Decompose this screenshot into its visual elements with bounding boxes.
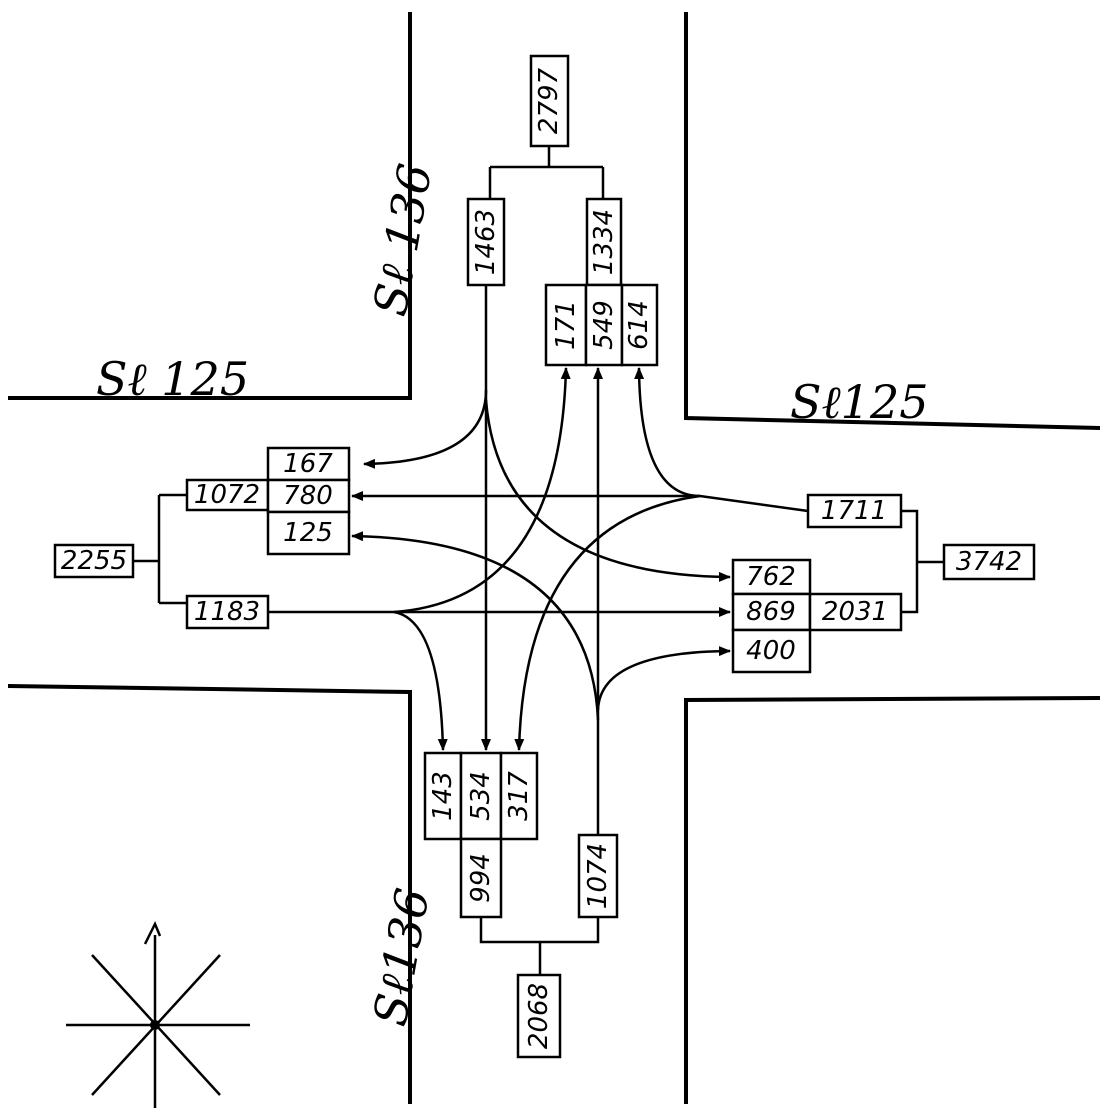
- north-left-label: 171: [551, 300, 581, 350]
- north-in-label: 1463: [471, 209, 501, 275]
- south-through-label: 534: [466, 771, 496, 821]
- east-in-label: 1711: [821, 496, 887, 526]
- east-mid-box: [731, 592, 812, 632]
- north-approach: 2797 1463 1334 171 549 614: [466, 54, 659, 367]
- road-label-east: Sℓ125: [790, 375, 928, 429]
- south-out-box: [459, 837, 503, 919]
- east-bottom-box: [731, 628, 812, 674]
- south-in-label: 1074: [583, 843, 613, 909]
- west-out-box: [185, 478, 270, 512]
- south-approach: 143 534 317 994 1074 2068: [423, 751, 619, 1059]
- east-total-box: [942, 543, 1036, 581]
- south-right-label: 317: [504, 771, 534, 821]
- south-right-box: [499, 751, 539, 841]
- south-total-box: [516, 973, 562, 1059]
- movement-paths: [268, 285, 809, 835]
- east-top-label: 762: [746, 562, 796, 592]
- south-left-box: [423, 751, 463, 841]
- east-out-box: [808, 592, 903, 632]
- west-bottom-label: 125: [283, 518, 333, 548]
- road-label-south: Sℓ136: [363, 884, 440, 1030]
- west-bottom-box: [266, 510, 351, 556]
- road-label-north: Sℓ 136: [363, 160, 443, 320]
- south-left-label: 143: [428, 771, 458, 821]
- south-through-box: [459, 751, 503, 841]
- road-label-west: Sℓ 125: [96, 352, 249, 406]
- south-total-label: 2068: [524, 983, 554, 1049]
- east-mid-label: 869: [746, 597, 796, 627]
- west-out-label: 1072: [194, 480, 260, 510]
- north-through-label: 549: [589, 300, 619, 350]
- north-right-label: 614: [624, 300, 654, 350]
- east-bottom-label: 400: [746, 636, 796, 666]
- north-total-label: 2797: [534, 67, 564, 134]
- south-out-label: 994: [466, 853, 496, 903]
- compass-icon: [66, 920, 250, 1108]
- west-in-label: 1183: [194, 597, 260, 627]
- north-right-box: [620, 283, 659, 367]
- west-in-box: [185, 594, 270, 630]
- east-in-box: [806, 493, 903, 529]
- west-mid-box: [266, 478, 351, 514]
- west-total-label: 2255: [61, 546, 127, 576]
- west-total-box: [53, 543, 135, 579]
- north-out-label: 1334: [589, 209, 619, 275]
- west-mid-label: 780: [283, 481, 333, 511]
- west-top-label: 167: [283, 449, 333, 479]
- east-approach: 1711 3742 762 869 2031 400: [731, 493, 1036, 674]
- west-approach: 2255 1072 167 780 125 1183: [53, 446, 351, 630]
- east-total-label: 3742: [956, 547, 1022, 577]
- east-out-label: 2031: [822, 597, 888, 627]
- north-through-box: [584, 283, 624, 367]
- road-edges: [7, 12, 1101, 1104]
